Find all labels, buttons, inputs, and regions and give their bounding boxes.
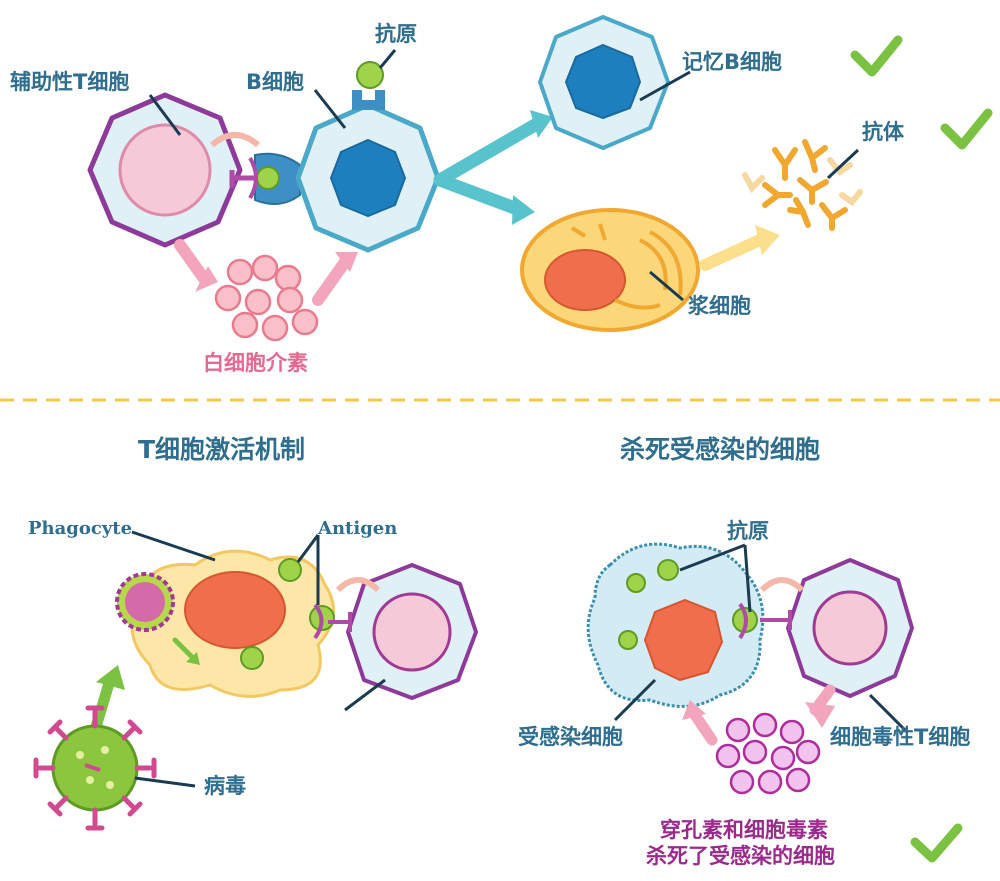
phagocyte-t-cell bbox=[313, 563, 478, 700]
arrow-icon bbox=[312, 256, 351, 306]
check-icon bbox=[910, 823, 963, 863]
label-antibody: 抗体 bbox=[862, 120, 904, 144]
antibody-cluster bbox=[762, 139, 848, 231]
label-antigen-top: 抗原 bbox=[375, 22, 417, 46]
arrow-icon bbox=[682, 700, 706, 720]
label-plasma-cell: 浆细胞 bbox=[688, 294, 751, 318]
virus bbox=[33, 705, 157, 831]
perforin-cluster bbox=[715, 712, 821, 795]
b-cell bbox=[295, 61, 441, 253]
label-perforin-line1: 穿孔素和细胞毒素 bbox=[660, 818, 828, 842]
label-phagocyte: Phagocyte bbox=[28, 518, 133, 539]
engulfed-virus bbox=[115, 572, 175, 632]
infected-cell bbox=[586, 542, 765, 708]
label-cytotoxic-t-cell: 细胞毒性T细胞 bbox=[830, 725, 971, 749]
arrow-icon bbox=[699, 234, 766, 271]
arrow-icon bbox=[805, 702, 835, 728]
title-kill-infected: 杀死受感染的细胞 bbox=[620, 435, 821, 464]
label-antigen-en: Antigen bbox=[318, 518, 398, 539]
label-helper-t-cell: 辅助性T细胞 bbox=[10, 70, 130, 94]
arrow-icon bbox=[433, 118, 542, 187]
phagocyte bbox=[130, 549, 335, 698]
label-interleukin: 白细胞介素 bbox=[203, 351, 308, 375]
interleukin-cluster bbox=[214, 254, 319, 342]
title-t-cell-activation: T细胞激活机制 bbox=[138, 435, 306, 464]
arrow-icon bbox=[96, 665, 125, 690]
plasma-cell bbox=[520, 208, 700, 332]
tcr-complex bbox=[248, 152, 301, 205]
check-icon bbox=[850, 35, 903, 77]
label-b-cell: B细胞 bbox=[246, 70, 305, 94]
cytotoxic-t-cell bbox=[738, 558, 914, 698]
label-perforin-line2: 杀死了受感染的细胞 bbox=[646, 844, 835, 868]
label-memory-b-cell: 记忆B细胞 bbox=[682, 50, 783, 74]
helper-t-cell bbox=[87, 92, 262, 248]
arrow-icon bbox=[433, 173, 527, 217]
label-infected-cell: 受感染细胞 bbox=[518, 725, 623, 749]
arrow-icon bbox=[174, 239, 211, 286]
label-virus: 病毒 bbox=[204, 774, 246, 798]
check-icon bbox=[940, 108, 993, 150]
memory-b-cell bbox=[538, 15, 670, 150]
label-antigen-bottom: 抗原 bbox=[727, 519, 769, 543]
